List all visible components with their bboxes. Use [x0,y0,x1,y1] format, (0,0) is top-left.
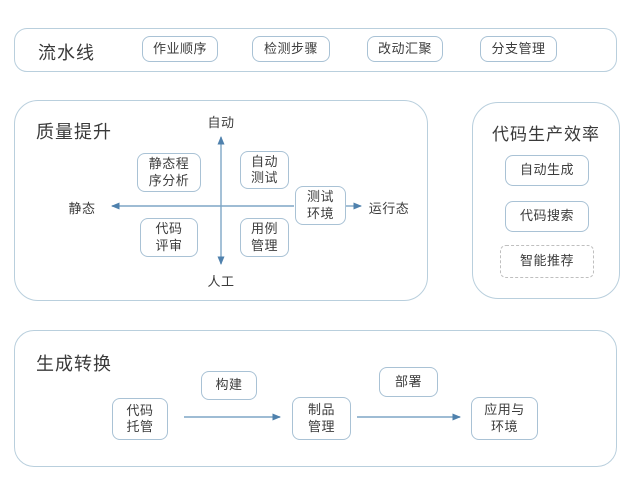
axis-label-manual: 人工 [207,274,235,289]
node-build: 构建 [201,371,257,400]
node-auto-test: 自动 测试 [240,151,289,189]
node-branch-mgmt: 分支管理 [480,36,557,62]
axis-label-static: 静态 [68,201,96,216]
node-change-converge: 改动汇聚 [367,36,443,62]
node-detect-steps: 检测步骤 [252,36,330,62]
node-code-hosting: 代码 托管 [112,398,168,440]
axis-label-runtime: 运行态 [368,201,410,216]
node-static-analysis: 静态程 序分析 [137,153,201,192]
node-code-review: 代码 评审 [140,218,198,257]
quality-title: 质量提升 [36,122,112,142]
node-artifact-mgmt: 制品 管理 [292,397,351,440]
transform-title: 生成转换 [36,354,112,374]
node-case-mgmt: 用例 管理 [240,218,289,257]
node-job-order: 作业顺序 [142,36,218,62]
pipeline-title: 流水线 [38,43,95,63]
node-deploy: 部署 [379,367,438,397]
node-auto-generate: 自动生成 [505,155,589,186]
node-app-env: 应用与 环境 [471,397,538,440]
efficiency-title: 代码生产效率 [492,125,600,144]
node-code-search: 代码搜索 [505,201,589,232]
axis-label-auto: 自动 [207,115,235,130]
node-test-env: 测试 环境 [295,186,346,225]
node-smart-recommend: 智能推荐 [500,245,594,278]
